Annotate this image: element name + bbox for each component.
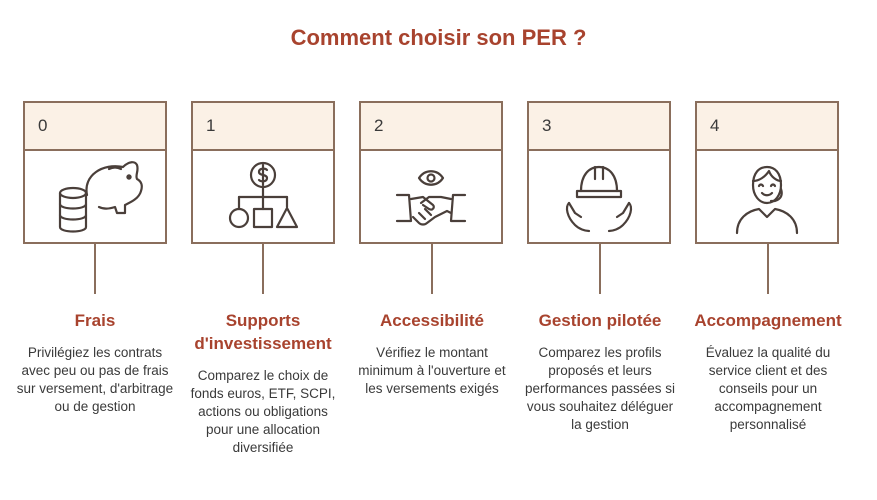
connector-line	[94, 244, 96, 294]
step-number: 0	[25, 103, 165, 151]
step-card-gestion-pilotee: 3	[527, 101, 671, 244]
diagram-title: Comment choisir son PER ?	[290, 25, 587, 50]
step-label-supports: Supports d'investissement	[194, 311, 332, 353]
support-agent-icon	[697, 151, 837, 242]
step-card-supports: 1	[191, 101, 335, 244]
step-description-supports: Comparez le choix de fonds euros, ETF, S…	[190, 368, 336, 455]
step-number: 1	[193, 103, 333, 151]
step-card-accessibilite: 2	[359, 101, 503, 244]
connector-line	[599, 244, 601, 294]
piggy-bank-icon	[25, 151, 165, 242]
step-label-gestion-pilotee: Gestion pilotée	[538, 311, 662, 330]
step-card-accompagnement: 4	[695, 101, 839, 244]
step-description-accessibilite: Vérifiez le montant minimum à l'ouvertur…	[358, 345, 506, 396]
step-label-accompagnement: Accompagnement	[694, 311, 842, 330]
step-label-accessibilite: Accessibilité	[380, 311, 484, 330]
step-description-gestion-pilotee: Comparez les profils proposés et leurs p…	[524, 345, 676, 432]
step-description-frais: Privilégiez les contrats avec peu ou pas…	[16, 345, 174, 414]
step-description-accompagnement: Évaluez la qualité du service client et …	[705, 345, 831, 432]
step-number: 4	[697, 103, 837, 151]
step-number: 2	[361, 103, 501, 151]
investment-supports-icon	[193, 151, 333, 242]
helmet-hands-icon	[529, 151, 669, 242]
step-number: 3	[529, 103, 669, 151]
connector-line	[262, 244, 264, 294]
connector-line	[431, 244, 433, 294]
handshake-icon	[361, 151, 501, 242]
step-label-frais: Frais	[74, 311, 116, 330]
connector-line	[767, 244, 769, 294]
step-card-frais: 0	[23, 101, 167, 244]
